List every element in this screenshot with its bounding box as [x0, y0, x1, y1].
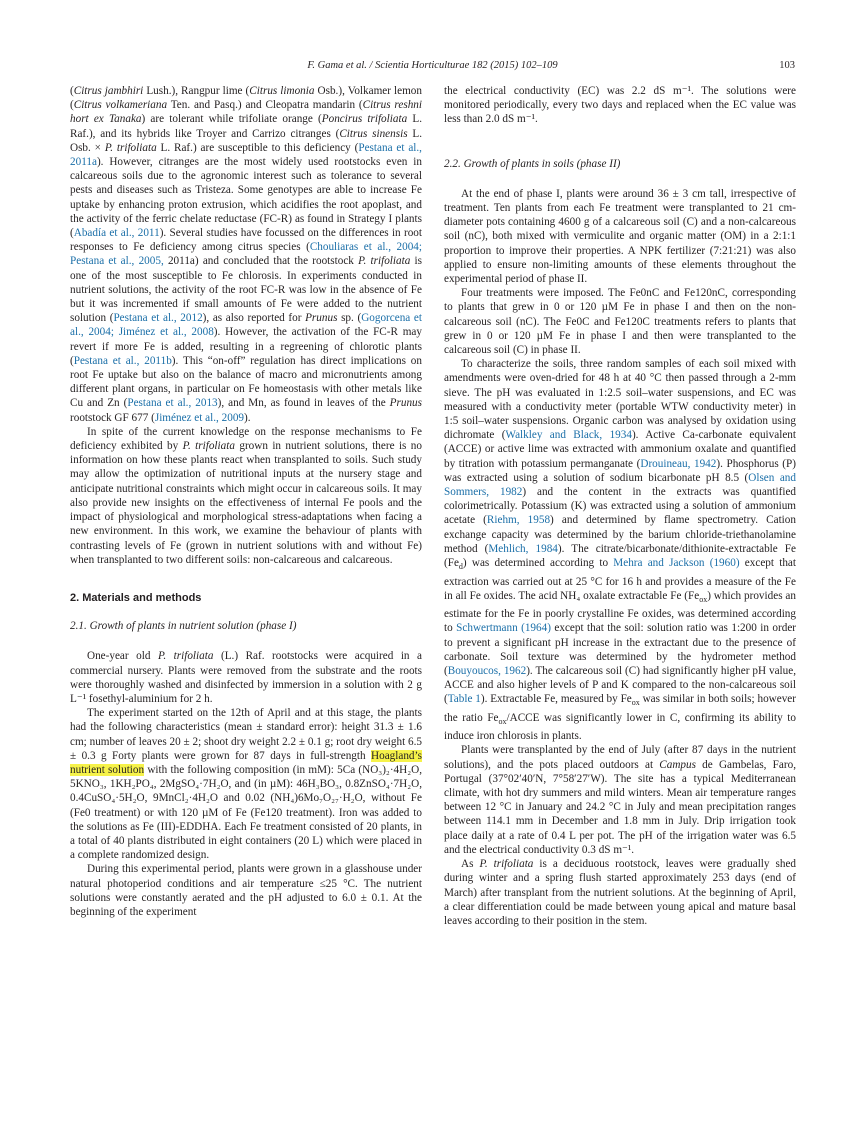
- italic-term: Citrus reshni hort ex Tanaka: [70, 99, 422, 126]
- text-run: rootstock GF 677 (: [70, 411, 155, 424]
- right-column: the electrical conductivity (EC) was 2.2…: [444, 84, 796, 928]
- text-run: ) are tolerant while trifoliate orange (: [141, 113, 322, 126]
- text-run: Ten. and Pasq.) and Cleopatra mandarin (: [167, 99, 363, 112]
- citation-link[interactable]: Drouineau, 1942: [640, 457, 717, 470]
- text-run: (L.) Raf. rootstocks were acquired in a …: [70, 650, 422, 705]
- journal-citation: F. Gama et al. / Scientia Horticulturae …: [307, 60, 558, 71]
- text-run: As: [461, 858, 480, 871]
- text-run: is one of the most susceptible to Fe chl…: [70, 255, 422, 325]
- text-run: ), and Mn, as found in leaves of the: [217, 397, 390, 410]
- paragraph: As P. trifoliata is a deciduous rootstoc…: [444, 857, 796, 928]
- paragraph: Four treatments were imposed. The Fe0nC …: [444, 286, 796, 357]
- citation-link[interactable]: Jiménez et al., 2009: [154, 411, 245, 424]
- text-run: One-year old: [87, 650, 158, 663]
- text-run: ) and the content in the extracts was qu…: [444, 486, 797, 527]
- paragraph: To characterize the soils, three random …: [444, 357, 796, 743]
- paragraph: In spite of the current knowledge on the…: [70, 425, 422, 567]
- running-header: F. Gama et al. / Scientia Horticulturae …: [70, 60, 795, 76]
- italic-term: Citrus jambhiri: [73, 85, 144, 97]
- text-run: ) and determined by flame spectrometry. …: [444, 514, 796, 555]
- italic-term: Citrus volkameriana: [73, 99, 168, 112]
- paragraph: (Citrus jambhiri Lush.), Rangpur lime (C…: [70, 84, 422, 425]
- text-run: 2011a) and concluded that the rootstock: [163, 255, 359, 268]
- paragraph: the electrical conductivity (EC) was 2.2…: [444, 84, 796, 127]
- citation-link[interactable]: Gogorcena et al., 2004; Jiménez et al., …: [70, 312, 422, 339]
- citation-link[interactable]: Abadía et al., 2011: [73, 227, 160, 240]
- text-run: ). Several studies have focussed on the …: [70, 227, 422, 254]
- text-run: Plants were transplanted by the end of J…: [444, 744, 796, 771]
- left-column: (Citrus jambhiri Lush.), Rangpur lime (C…: [70, 84, 422, 919]
- italic-term: P. trifoliata: [104, 141, 157, 154]
- subsection-heading-nutrient-solution: 2.1. Growth of plants in nutrient soluti…: [70, 620, 297, 633]
- text-run: The experiment started on the 12th of Ap…: [70, 707, 422, 762]
- text-run: L. Osb. ×: [70, 127, 422, 154]
- citation-link[interactable]: Walkley and Black, 1934: [505, 429, 632, 442]
- italic-term: Citrus limonia: [249, 85, 315, 97]
- page-number: 103: [779, 60, 795, 71]
- italic-term: P. trifoliata: [479, 858, 534, 871]
- text-run: the electrical conductivity (EC) was 2.2…: [444, 85, 796, 126]
- italic-term: Prunus: [389, 397, 422, 410]
- text-run: ). Phosphorus (P) was extracted using a …: [444, 457, 796, 484]
- italic-term: P. trifoliata: [157, 650, 214, 663]
- paragraph: During this experimental period, plants …: [70, 862, 422, 919]
- paragraph: At the end of phase I, plants were aroun…: [444, 187, 796, 286]
- text-run: Lush.), Rangpur lime (: [143, 85, 250, 97]
- text-run: with the following composition (in mM): …: [70, 763, 422, 862]
- text-run: To characterize the soils, three random …: [444, 358, 796, 442]
- citation-link[interactable]: Pestana et al., 2013: [127, 397, 218, 410]
- italic-term: P. trifoliata: [358, 255, 411, 268]
- citation-link[interactable]: Riehm, 1958: [486, 514, 551, 527]
- citation-link[interactable]: Olsen and Sommers, 1982: [444, 471, 796, 499]
- citation-link[interactable]: Schwertmann (1964): [456, 622, 551, 635]
- text-run: At the end of phase I, plants were aroun…: [444, 187, 796, 286]
- citation-link[interactable]: Pestana et al., 2011b: [73, 354, 172, 367]
- italic-term: Campus: [659, 758, 696, 771]
- text-run: Four treatments were imposed. The Fe0nC …: [444, 287, 796, 357]
- paragraph: One-year old P. trifoliata (L.) Raf. roo…: [70, 649, 422, 706]
- text-run: Osb.), Volkamer lemon (: [70, 85, 422, 112]
- italic-term: Poncirus trifoliata: [321, 113, 408, 126]
- text-run: ). Active Ca-carbonate equivalent (ACCE)…: [444, 429, 797, 470]
- text-run: During this experimental period, plants …: [70, 863, 422, 918]
- text-run: In spite of the current knowledge on the…: [70, 425, 422, 453]
- citation-link[interactable]: Chouliaras et al., 2004; Pestana et al.,…: [70, 241, 423, 268]
- text-run: L. Raf.), and its hybrids like Troyer an…: [70, 113, 422, 140]
- text-run: is a deciduous rootstock, leaves were gr…: [444, 858, 796, 927]
- text-run: except that extraction was carried out a…: [444, 557, 796, 635]
- text-run: de Gambelas, Faro, Portugal (37°02′40′N,…: [444, 758, 796, 856]
- text-run: ). This “on-off” regulation has direct i…: [70, 354, 422, 410]
- citation-link[interactable]: Pestana et al., 2012: [113, 312, 203, 325]
- italic-term: Prunus: [305, 312, 338, 325]
- subsection-heading-growth-in-soils: 2.2. Growth of plants in soils (phase II…: [444, 157, 621, 170]
- text-run: ). The citrate/bicarbonate/dithionite-ex…: [444, 542, 796, 572]
- italic-term: P. trifoliata: [182, 440, 235, 453]
- text-run: except that the soil: solution ratio was…: [444, 622, 797, 677]
- text-run: ). Extractable Fe, measured by Feox was …: [444, 693, 796, 743]
- citation-link[interactable]: Mehra and Jackson (1960): [613, 557, 740, 570]
- italic-term: Citrus sinensis: [339, 127, 408, 140]
- citation-link[interactable]: Table 1: [447, 693, 481, 706]
- text-run: sp. (: [337, 312, 362, 325]
- paragraph: The experiment started on the 12th of Ap…: [70, 706, 422, 862]
- text-run: (: [70, 85, 74, 97]
- text-run: ), as also reported for: [202, 312, 306, 325]
- text-run: grown in nutrient solutions, there is no…: [70, 440, 422, 566]
- citation-link[interactable]: Bouyoucos, 1962: [447, 664, 527, 677]
- paragraph: Plants were transplanted by the end of J…: [444, 743, 796, 857]
- text-run: ).: [244, 411, 251, 424]
- text-run: ). However, citranges are the most widel…: [70, 156, 422, 240]
- text-run: ). The calcareous soil (C) had significa…: [444, 664, 797, 706]
- text-run: ). However, the activation of the FC-R m…: [70, 326, 422, 367]
- citation-link[interactable]: Mehlich, 1984: [488, 542, 558, 555]
- text-run: L. Raf.) are susceptible to this deficie…: [156, 141, 359, 154]
- citation-link[interactable]: Pestana et al., 2011a: [70, 141, 422, 169]
- section-heading-materials-methods: 2. Materials and methods: [70, 591, 202, 604]
